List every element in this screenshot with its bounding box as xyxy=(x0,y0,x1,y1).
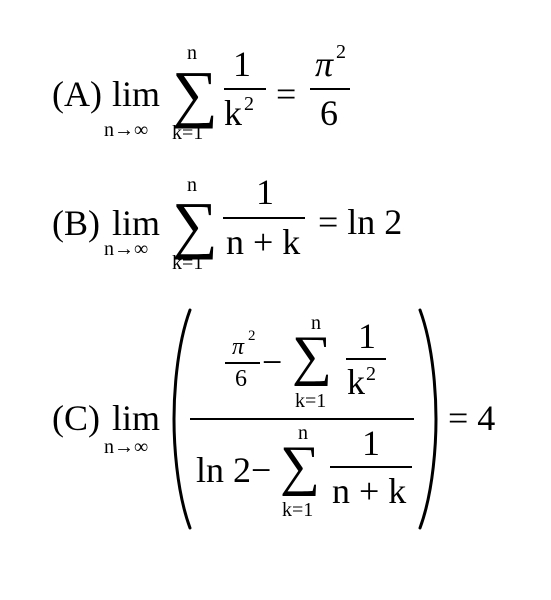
bottom-fraction-bar xyxy=(330,466,412,468)
sum-symbol-a: ∑ xyxy=(172,58,218,129)
top-sum-symbol: ∑ xyxy=(292,325,332,387)
top-fraction-den-base: k xyxy=(347,362,365,402)
label-b: (B) xyxy=(52,203,100,243)
top-fraction-bar xyxy=(346,358,386,360)
sum-lower-a: k=1 xyxy=(172,122,204,144)
fraction-num-a: 1 xyxy=(233,44,251,84)
rhs-pi-exp-a: 2 xyxy=(336,41,346,63)
bottom-ln2-minus: ln 2− xyxy=(196,450,272,490)
main-fraction-bar xyxy=(190,418,414,420)
bottom-sum-symbol: ∑ xyxy=(280,435,320,497)
bottom-sum-lower: k=1 xyxy=(282,499,314,521)
top-sum-upper: n xyxy=(311,312,321,334)
fraction-den-base-a: k xyxy=(224,93,242,133)
rhs-den-a: 6 xyxy=(320,93,338,133)
lim-subscript-a: n→∞ xyxy=(104,119,149,141)
rhs-fraction-bar-a xyxy=(310,88,350,90)
fraction-den-exp-a: 2 xyxy=(244,93,254,115)
sum-upper-b: n xyxy=(187,174,197,196)
top-minus: − xyxy=(262,342,283,382)
fraction-den-b: n + k xyxy=(226,222,301,262)
fraction-num-b: 1 xyxy=(256,172,274,212)
bottom-fraction-num: 1 xyxy=(362,423,380,463)
rhs-c: = 4 xyxy=(448,398,496,438)
lim-subscript-c: n→∞ xyxy=(104,436,149,458)
top-pi: π xyxy=(232,334,245,360)
label-a: (A) xyxy=(52,74,102,114)
rhs-b: = ln 2 xyxy=(318,202,403,242)
top-fraction-num: 1 xyxy=(358,316,376,356)
top-pi-exp: 2 xyxy=(248,328,256,344)
top-six: 6 xyxy=(235,366,247,392)
top-sum-lower: k=1 xyxy=(295,390,327,412)
right-parenthesis xyxy=(418,308,438,530)
sum-upper-a: n xyxy=(187,42,197,64)
lim-subscript-b: n→∞ xyxy=(104,238,149,260)
top-small-fraction-bar xyxy=(225,362,260,364)
sum-symbol-b: ∑ xyxy=(172,189,218,260)
fraction-bar-b xyxy=(223,217,305,219)
lim-b: lim xyxy=(112,203,161,243)
rhs-pi-a: π xyxy=(315,44,334,84)
lim-c: lim xyxy=(112,398,161,438)
top-fraction-den-exp: 2 xyxy=(366,363,376,385)
label-c: (C) xyxy=(52,398,100,438)
fraction-bar-a xyxy=(224,88,266,90)
sum-lower-b: k=1 xyxy=(172,252,204,274)
bottom-sum-upper: n xyxy=(298,422,308,444)
left-parenthesis xyxy=(172,308,192,530)
lim-a: lim xyxy=(112,74,161,114)
bottom-fraction-den: n + k xyxy=(332,471,407,511)
equals-a: = xyxy=(276,74,297,114)
